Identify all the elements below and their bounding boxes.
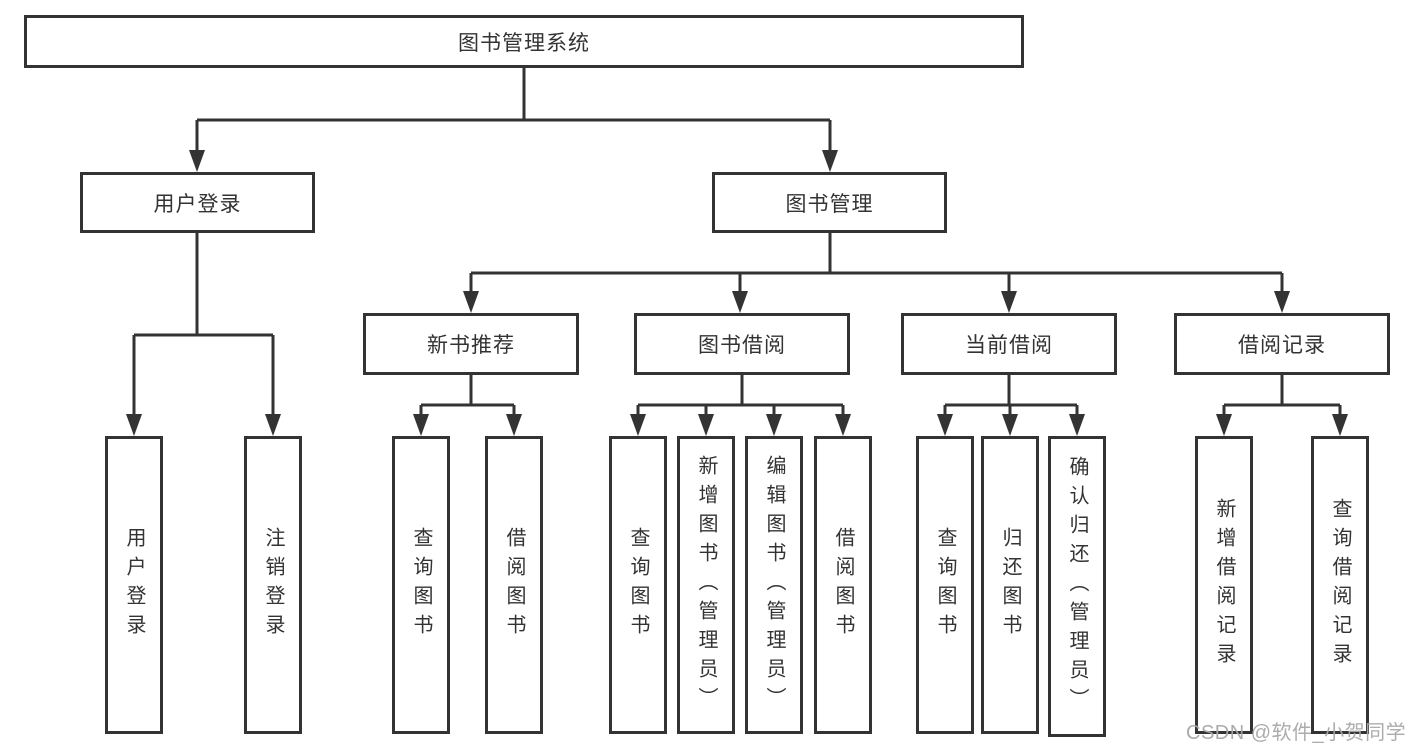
node-borrow-records: 借阅记录 [1174,313,1390,375]
node-book-borrow: 图书借阅 [634,313,850,375]
node-root-label: 图书管理系统 [458,31,590,55]
edge-lines [132,68,1342,420]
node-borrow-records-label: 借阅记录 [1238,334,1326,357]
node-new-book-recommend-label: 新书推荐 [427,334,515,357]
leaf-add-book-admin: 新增图书（管理员） [677,436,735,734]
node-user-login: 用户登录 [80,172,315,233]
leaf-edit-book-admin-label: 编辑图书（管理员） [763,454,785,716]
leaf-query-books-3-label: 查询图书 [934,527,956,643]
leaf-query-books-2: 查询图书 [609,436,667,734]
leaf-add-borrow-record-label: 新增借阅记录 [1213,498,1235,672]
node-current-borrow: 当前借阅 [901,313,1117,375]
leaf-query-borrow-record-label: 查询借阅记录 [1329,498,1351,672]
node-book-borrow-label: 图书借阅 [698,334,786,357]
leaf-query-books-3: 查询图书 [916,436,974,734]
node-book-management: 图书管理 [712,172,947,233]
leaf-edit-book-admin: 编辑图书（管理员） [745,436,803,734]
leaf-return-book-label: 归还图书 [999,527,1021,643]
leaf-query-borrow-record: 查询借阅记录 [1311,436,1369,734]
node-new-book-recommend: 新书推荐 [363,313,579,375]
leaf-user-login-label: 用户登录 [123,527,145,643]
arrowheads [126,150,1348,436]
leaf-add-borrow-record: 新增借阅记录 [1195,436,1253,734]
leaf-borrow-books-2: 借阅图书 [814,436,872,734]
leaf-user-login: 用户登录 [105,436,163,734]
node-user-login-label: 用户登录 [153,192,242,216]
leaf-borrow-books-1-label: 借阅图书 [503,527,525,643]
leaf-logout-label: 注销登录 [262,527,284,643]
leaf-query-books-1-label: 查询图书 [410,527,432,643]
leaf-query-books-1: 查询图书 [392,436,450,734]
csdn-watermark: CSDN @软件_小贺同学 [1186,722,1405,744]
leaf-confirm-return-admin-label: 确认归还（管理员） [1066,456,1088,717]
node-root: 图书管理系统 [24,15,1024,68]
leaf-borrow-books-1: 借阅图书 [485,436,543,734]
leaf-add-book-admin-label: 新增图书（管理员） [695,454,717,716]
leaf-logout: 注销登录 [244,436,302,734]
leaf-confirm-return-admin: 确认归还（管理员） [1048,436,1106,737]
node-book-management-label: 图书管理 [785,192,874,216]
leaf-borrow-books-2-label: 借阅图书 [832,527,854,643]
node-current-borrow-label: 当前借阅 [965,334,1053,357]
leaf-query-books-2-label: 查询图书 [627,527,649,643]
leaf-return-book: 归还图书 [981,436,1039,734]
